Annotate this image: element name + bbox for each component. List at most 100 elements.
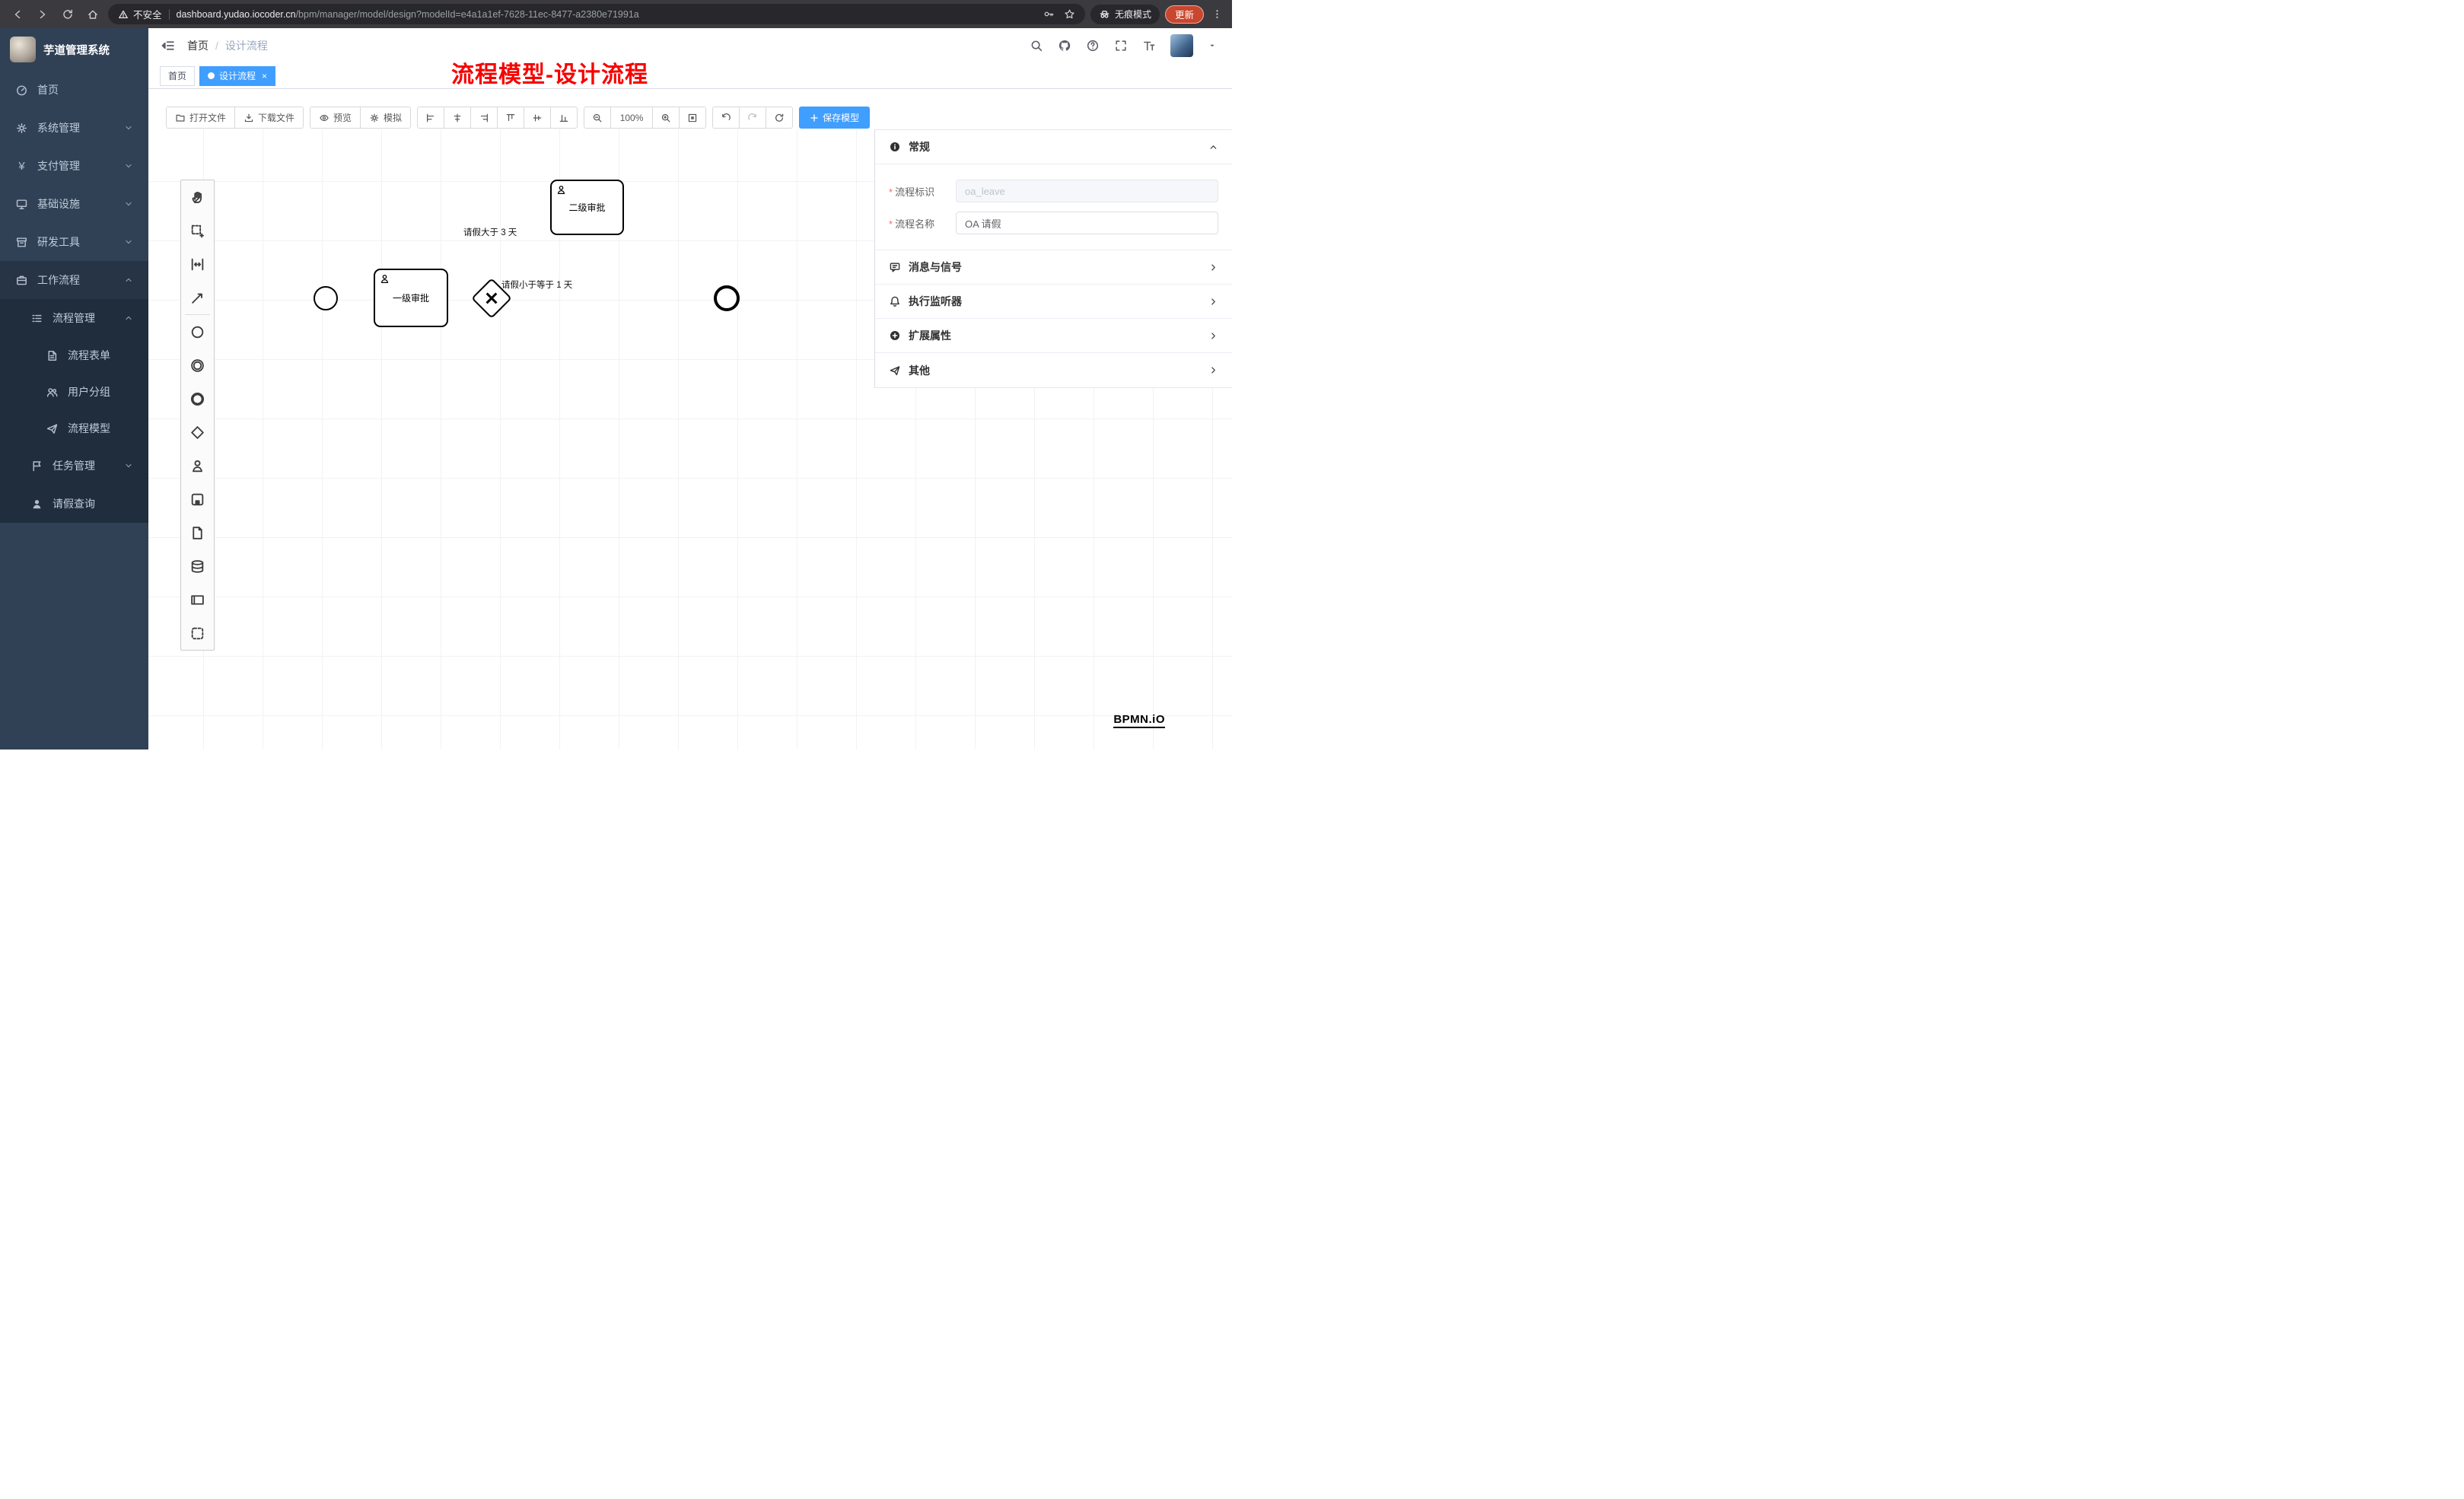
- sidebar-item-task-management[interactable]: 任务管理: [0, 447, 148, 485]
- zoom-reset-button[interactable]: [679, 107, 707, 129]
- chevron-up-icon: [1208, 142, 1218, 152]
- group-icon: [189, 625, 205, 641]
- download-file-button[interactable]: 下载文件: [234, 107, 304, 129]
- hand-tool[interactable]: [181, 180, 214, 214]
- eye-icon: [319, 113, 329, 123]
- button-label: 预览: [333, 113, 352, 123]
- send-icon: [889, 364, 901, 377]
- caret-down-icon[interactable]: [1208, 41, 1217, 50]
- align-bottom-button[interactable]: [550, 107, 578, 129]
- sidebar-item-system[interactable]: 系统管理: [0, 109, 148, 147]
- sidebar-item-payment[interactable]: ¥ 支付管理: [0, 147, 148, 185]
- space-tool[interactable]: [181, 247, 214, 281]
- end-event[interactable]: [714, 285, 740, 311]
- close-icon[interactable]: ×: [262, 70, 268, 81]
- menu-label: 支付管理: [37, 160, 80, 172]
- task-label: 一级审批: [392, 293, 429, 304]
- url-text[interactable]: dashboard.yudao.iocoder.cn/bpm/manager/m…: [177, 9, 1036, 20]
- flow-label-gt3days[interactable]: 请假大于 3 天: [463, 228, 517, 237]
- process-name-input[interactable]: [956, 212, 1218, 234]
- zoom-out-button[interactable]: [584, 107, 612, 129]
- align-left-icon: [425, 113, 436, 123]
- create-task[interactable]: [181, 516, 214, 549]
- menu-label: 首页: [37, 84, 59, 96]
- sidebar-item-workflow[interactable]: 工作流程: [0, 261, 148, 299]
- create-intermediate-event[interactable]: [181, 348, 214, 382]
- redo-button[interactable]: [739, 107, 767, 129]
- section-others[interactable]: 其他: [875, 353, 1232, 387]
- avatar[interactable]: [1170, 34, 1193, 57]
- create-participant[interactable]: [181, 583, 214, 616]
- sidebar-item-infra[interactable]: 基础设施: [0, 185, 148, 223]
- section-messages-signals[interactable]: 消息与信号: [875, 250, 1232, 285]
- flow-label-le1day[interactable]: 请假小于等于 1 天: [501, 281, 573, 290]
- create-start-event[interactable]: [181, 315, 214, 348]
- github-icon[interactable]: [1058, 39, 1071, 53]
- sidebar-item-process-form[interactable]: 流程表单: [0, 337, 148, 374]
- browser-menu-button[interactable]: [1209, 5, 1224, 24]
- sidebar-item-user-group[interactable]: 用户分组: [0, 374, 148, 410]
- reload-button[interactable]: [58, 5, 78, 24]
- sidebar-item-leave-query[interactable]: 请假查询: [0, 485, 148, 523]
- create-call-activity[interactable]: [181, 482, 214, 516]
- general-fields: *流程标识 *流程名称: [875, 164, 1232, 250]
- search-icon[interactable]: [1030, 39, 1043, 53]
- plus-circle-icon: [889, 329, 901, 342]
- paper-plane-icon: [46, 422, 59, 435]
- key-icon[interactable]: [1043, 8, 1055, 20]
- save-model-button[interactable]: 保存模型: [799, 107, 871, 129]
- bpmn-io-watermark[interactable]: BPMN.iO: [1113, 713, 1165, 728]
- create-data-store[interactable]: [181, 549, 214, 583]
- restart-button[interactable]: [766, 107, 794, 129]
- fold-menu-icon[interactable]: [161, 38, 176, 53]
- simulate-button[interactable]: 模拟: [360, 107, 412, 129]
- security-indicator[interactable]: 不安全: [118, 7, 162, 21]
- tab-home[interactable]: 首页: [160, 65, 196, 86]
- sidebar-item-process-model[interactable]: 流程模型: [0, 410, 148, 447]
- lasso-tool[interactable]: [181, 214, 214, 247]
- font-size-icon[interactable]: [1142, 39, 1156, 53]
- create-user-task[interactable]: [181, 449, 214, 482]
- zoom-in-button[interactable]: [652, 107, 680, 129]
- forward-button[interactable]: [33, 5, 53, 24]
- app-logo-row[interactable]: 芋道管理系统: [0, 28, 148, 71]
- create-group[interactable]: [181, 616, 214, 650]
- create-end-event[interactable]: [181, 382, 214, 415]
- align-bottom-icon: [559, 113, 569, 123]
- sidebar-item-home[interactable]: 首页: [0, 71, 148, 109]
- align-right-button[interactable]: [470, 107, 498, 129]
- bpmn-canvas[interactable]: 一级审批 二级审批 请假大于 3 天 请假小于等于 1 天: [148, 129, 1232, 750]
- open-file-button[interactable]: 打开文件: [166, 107, 236, 129]
- sidebar-item-process-management[interactable]: 流程管理: [0, 299, 148, 337]
- user-task-level1[interactable]: 一级审批: [374, 269, 448, 327]
- address-bar[interactable]: 不安全 dashboard.yudao.iocoder.cn/bpm/manag…: [108, 4, 1085, 24]
- undo-button[interactable]: [712, 107, 740, 129]
- zoom-out-icon: [592, 113, 603, 123]
- align-center-button[interactable]: [444, 107, 472, 129]
- sidebar-item-devtools[interactable]: 研发工具: [0, 223, 148, 261]
- global-connect-tool[interactable]: [181, 281, 214, 314]
- start-event-icon: [189, 324, 205, 340]
- back-button[interactable]: [8, 5, 27, 24]
- fullscreen-icon[interactable]: [1114, 39, 1128, 53]
- browser-update-button[interactable]: 更新: [1164, 5, 1204, 24]
- section-title: 扩展属性: [909, 329, 951, 342]
- start-event[interactable]: [314, 286, 338, 310]
- home-button[interactable]: [83, 5, 103, 24]
- align-middle-button[interactable]: [524, 107, 552, 129]
- call-activity-icon: [189, 492, 205, 508]
- section-extended-attributes[interactable]: 扩展属性: [875, 319, 1232, 353]
- help-icon[interactable]: [1086, 39, 1100, 53]
- tab-design-process[interactable]: 设计流程 ×: [199, 65, 276, 86]
- preview-button[interactable]: 预览: [310, 107, 361, 129]
- flag-icon: [30, 460, 43, 473]
- section-general[interactable]: 常规: [875, 130, 1232, 164]
- star-bookmark-icon[interactable]: [1064, 8, 1075, 20]
- briefcase-icon: [15, 274, 28, 287]
- align-top-button[interactable]: [497, 107, 525, 129]
- user-task-level2[interactable]: 二级审批: [550, 180, 624, 235]
- section-execution-listeners[interactable]: 执行监听器: [875, 285, 1232, 319]
- align-left-button[interactable]: [417, 107, 445, 129]
- breadcrumb-home[interactable]: 首页: [187, 40, 209, 52]
- create-gateway[interactable]: [181, 415, 214, 449]
